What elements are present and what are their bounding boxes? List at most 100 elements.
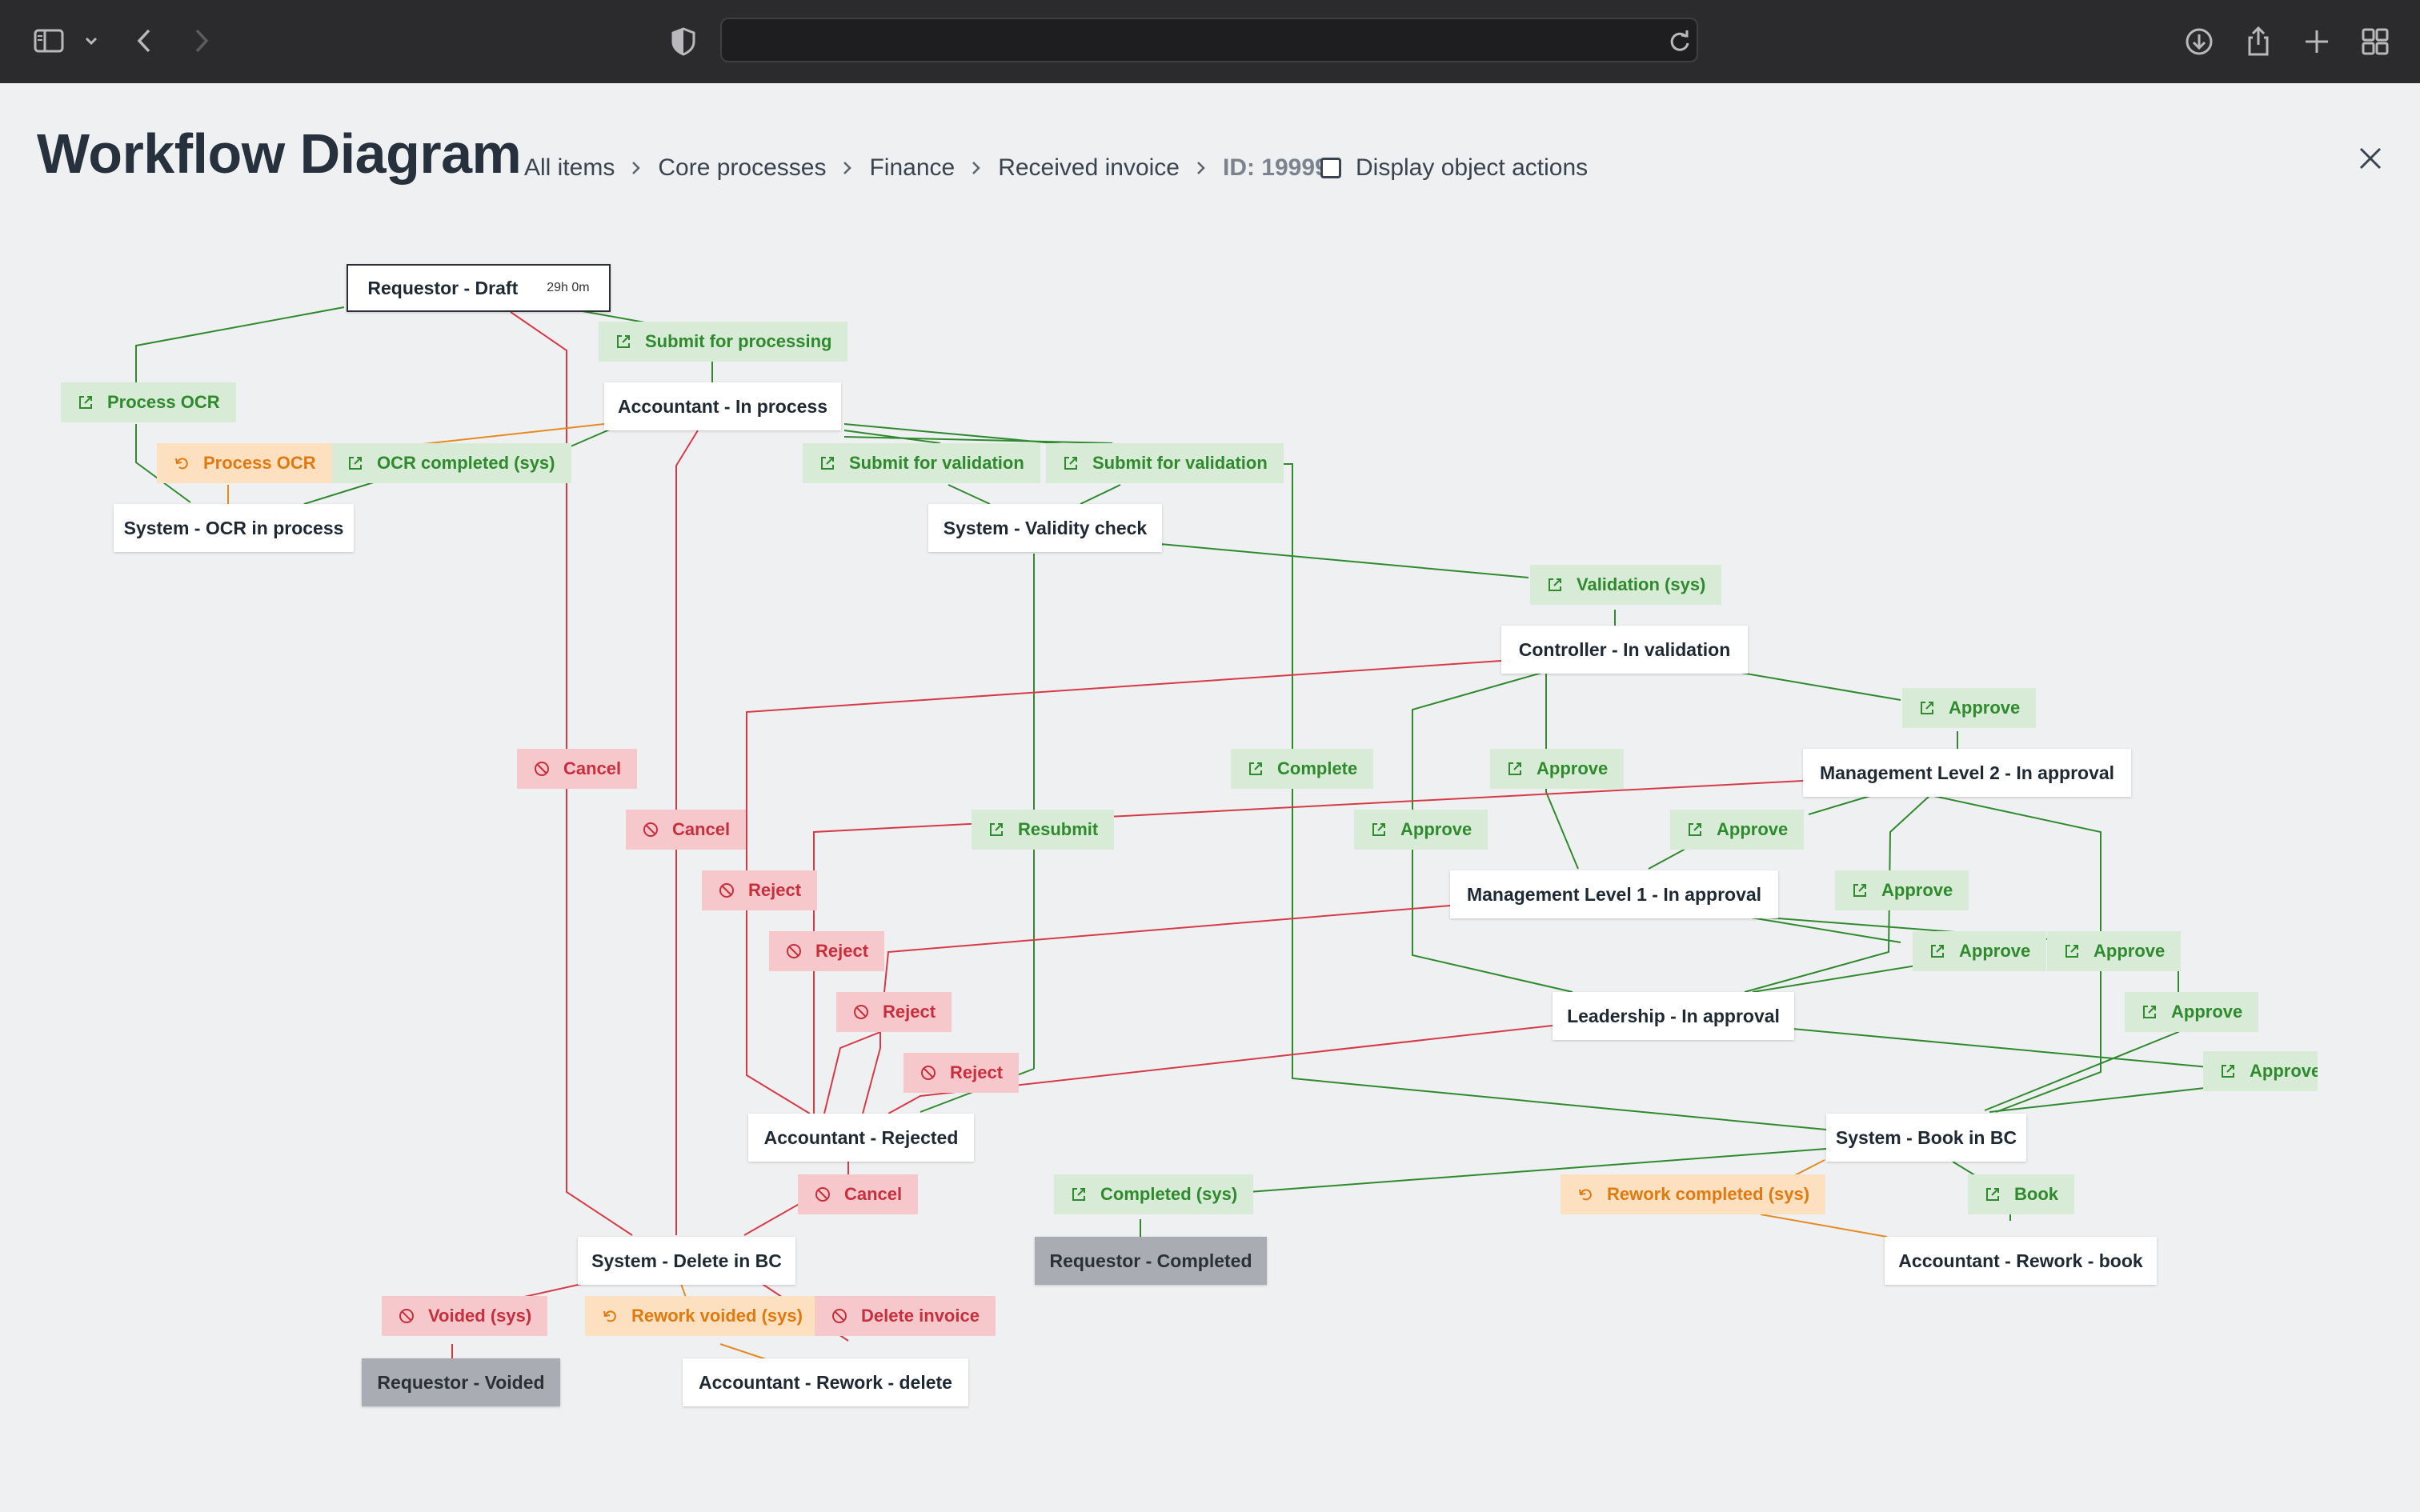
external-link-icon	[79, 396, 92, 409]
edge	[1984, 952, 2179, 1111]
node-duration-badge: 29h 0m	[547, 281, 590, 294]
action-label: Approve	[2250, 1061, 2318, 1081]
action-approve[interactable]: Approve	[1835, 870, 1969, 910]
close-button[interactable]	[2354, 142, 2386, 174]
action-rework-completed-sys[interactable]: Rework completed (sys)	[1561, 1174, 1826, 1214]
action-label: Submit for processing	[645, 331, 832, 351]
reload-icon[interactable]	[1662, 24, 1697, 59]
node-leadership[interactable]: Leadership - In approval	[1553, 992, 1794, 1040]
action-label: Voided (sys)	[428, 1306, 532, 1326]
node-requestor-draft[interactable]: Requestor - Draft 29h 0m	[347, 264, 611, 312]
action-delete-invoice[interactable]: Delete invoice	[815, 1296, 996, 1336]
breadcrumb-received-invoice[interactable]: Received invoice	[998, 154, 1180, 181]
display-object-actions-checkbox[interactable]	[1320, 158, 1341, 178]
node-system-book-in-bc[interactable]: System - Book in BC	[1826, 1114, 2026, 1162]
action-book[interactable]: Book	[1968, 1174, 2074, 1214]
node-system-delete-in-bc[interactable]: System - Delete in BC	[578, 1237, 795, 1285]
undo-icon	[1579, 1189, 1592, 1201]
action-submit-for-processing[interactable]: Submit for processing	[599, 322, 848, 362]
display-object-actions-label: Display object actions	[1356, 154, 1589, 181]
node-system-ocr[interactable]: System - OCR in process	[114, 504, 354, 552]
action-rework-voided-sys[interactable]: Rework voided (sys)	[585, 1296, 819, 1336]
action-approve[interactable]: Approve	[1670, 810, 1805, 850]
breadcrumb-finance[interactable]: Finance	[869, 154, 956, 181]
action-reject[interactable]: Reject	[903, 1053, 1020, 1093]
edge	[1736, 671, 1901, 701]
block-icon	[815, 1187, 830, 1202]
display-object-actions-toggle[interactable]: Display object actions	[1320, 152, 1588, 184]
node-management-level-2[interactable]: Management Level 2 - In approval	[1803, 749, 2131, 797]
tabs-grid-icon[interactable]	[2358, 24, 2393, 59]
shield-icon[interactable]	[666, 24, 701, 59]
action-label: Complete	[1277, 758, 1358, 778]
undo-icon	[603, 1310, 616, 1322]
action-approve[interactable]: Approve	[2203, 1051, 2318, 1091]
action-approve[interactable]: Approve	[1913, 931, 2047, 971]
node-requestor-voided[interactable]: Requestor - Voided	[362, 1358, 560, 1406]
action-reject[interactable]: Reject	[836, 992, 952, 1032]
block-icon	[787, 944, 801, 958]
action-label: OCR completed (sys)	[377, 453, 555, 473]
action-ocr-completed-sys[interactable]: OCR completed (sys)	[331, 443, 571, 483]
sidebar-icon[interactable]	[32, 24, 67, 59]
action-label: Reject	[815, 941, 869, 961]
node-system-validity-check[interactable]: System - Validity check	[928, 504, 1162, 552]
action-resubmit[interactable]: Resubmit	[972, 810, 1115, 850]
edge	[675, 430, 699, 1235]
action-cancel[interactable]: Cancel	[798, 1174, 919, 1214]
action-process-ocr[interactable]: Process OCR	[61, 382, 236, 422]
chevron-right-icon	[632, 162, 641, 174]
action-approve-controller[interactable]: Approve	[1902, 688, 2037, 728]
action-voided-sys[interactable]: Voided (sys)	[382, 1296, 548, 1336]
plus-icon[interactable]	[2299, 24, 2334, 59]
action-validation-sys[interactable]: Validation (sys)	[1530, 565, 1722, 605]
action-cancel[interactable]: Cancel	[626, 810, 747, 850]
action-label: Submit for validation	[1092, 453, 1268, 473]
action-label: Process OCR	[107, 392, 220, 412]
action-process-ocr-rework[interactable]: Process OCR	[157, 443, 332, 483]
node-accountant-in-process[interactable]: Accountant - In process	[604, 382, 841, 430]
breadcrumb-all-items[interactable]: All items	[524, 154, 615, 181]
breadcrumb-core-processes[interactable]: Core processes	[658, 154, 827, 181]
action-approve[interactable]: Approve	[1490, 749, 1625, 789]
action-label: Rework voided (sys)	[631, 1306, 803, 1326]
action-approve[interactable]: Approve	[1354, 810, 1488, 850]
node-requestor-completed[interactable]: Requestor - Completed	[1035, 1237, 1267, 1285]
edge	[887, 1025, 1553, 1114]
action-submit-for-validation[interactable]: Submit for validation	[803, 443, 1040, 483]
edge	[303, 481, 377, 505]
action-submit-for-validation-2[interactable]: Submit for validation	[1046, 443, 1284, 483]
node-management-level-1[interactable]: Management Level 1 - In approval	[1450, 870, 1778, 918]
action-reject[interactable]: Reject	[769, 931, 885, 971]
action-approve[interactable]: Approve	[2047, 931, 2182, 971]
action-label: Approve	[2093, 941, 2166, 961]
external-link-icon	[1853, 884, 1866, 897]
action-label: Approve	[1881, 880, 1953, 900]
action-reject[interactable]: Reject	[702, 870, 818, 910]
node-accountant-rework-book[interactable]: Accountant - Rework - book	[1885, 1237, 2157, 1285]
node-controller-in-validation[interactable]: Controller - In validation	[1501, 626, 1748, 674]
chevron-down-icon[interactable]	[80, 24, 115, 59]
address-bar-input[interactable]	[720, 18, 1698, 62]
back-arrow-icon[interactable]	[128, 24, 163, 59]
action-label: Reject	[950, 1062, 1004, 1082]
action-complete[interactable]: Complete	[1231, 749, 1374, 789]
chevron-right-icon	[972, 162, 980, 174]
action-cancel[interactable]: Cancel	[517, 749, 638, 789]
workflow-diagram: Requestor - Draft 29h 0m Accountant - In…	[0, 232, 2420, 1456]
external-link-icon	[1931, 945, 1944, 958]
edge	[843, 430, 941, 444]
edge	[1248, 1148, 1827, 1193]
share-icon[interactable]	[2241, 24, 2276, 59]
forward-arrow-icon[interactable]	[184, 24, 219, 59]
node-accountant-rework-delete[interactable]: Accountant - Rework - delete	[683, 1358, 968, 1406]
action-label: Approve	[1949, 698, 2021, 718]
action-completed-sys[interactable]: Completed (sys)	[1054, 1174, 1254, 1214]
action-label: Book	[2014, 1184, 2058, 1204]
block-icon	[854, 1005, 868, 1019]
edge	[1080, 484, 1121, 505]
action-approve[interactable]: Approve	[2125, 992, 2259, 1032]
download-icon[interactable]	[2182, 24, 2217, 59]
node-accountant-rejected[interactable]: Accountant - Rejected	[748, 1114, 974, 1162]
edge	[1160, 543, 1529, 578]
